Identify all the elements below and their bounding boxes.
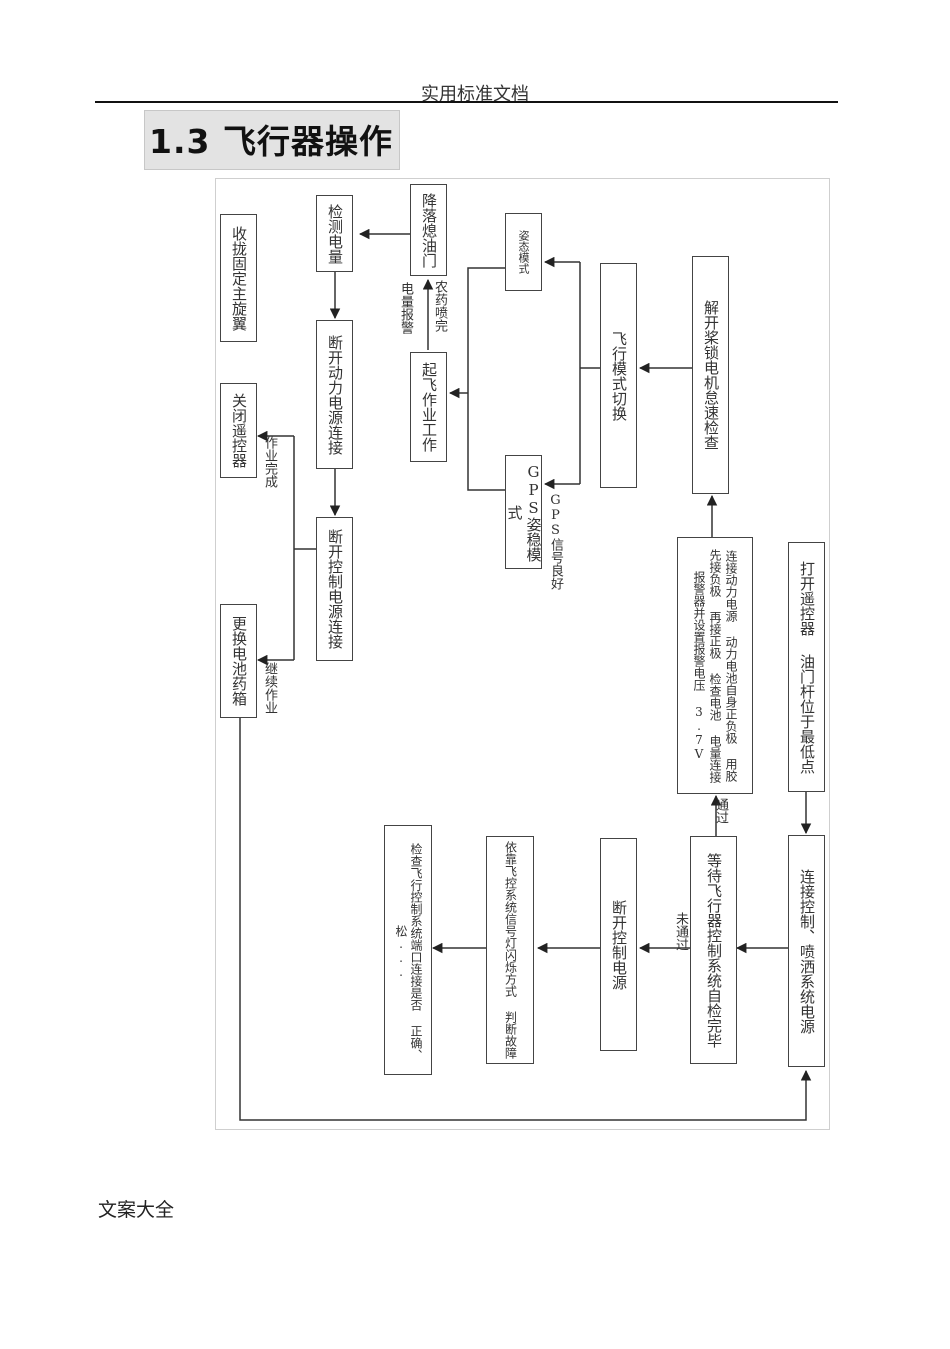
section-title: 1.3 飞行器操作 [144, 110, 400, 170]
judge-fault-node: 依靠飞控系统信号灯闪烁方式 判断故障 [486, 836, 534, 1064]
takeoff-node: 起飞作业工作 [410, 352, 447, 462]
check-battery-node: 检测电量 [316, 195, 353, 272]
label-passed: 通过 [713, 798, 728, 824]
connect-battery-node: 连接动力电源 动力电池自身正负极 用胶 先接负极 再接正极 检查电池 电量连接报… [677, 537, 753, 794]
attitude-mode-node: 姿态模式 [505, 213, 542, 291]
header-divider [95, 101, 838, 103]
open-remote-node: 打开遥控器 油门杆位于最低点 [788, 542, 825, 792]
flowchart-frame [215, 178, 830, 1130]
connect-power-node: 连接控制、喷洒系统电源 [788, 835, 825, 1067]
label-not-passed: 未通过 [673, 912, 688, 951]
label-work-done: 作业完成 [262, 436, 277, 488]
replace-battery-node: 更换电池药箱 [220, 604, 257, 718]
unlock-motor-node: 解开桨锁电机怠速检查 [692, 256, 729, 494]
fold-rotor-node: 收拢固定主旋翼 [220, 214, 257, 342]
label-pesticide-done: 农药喷完 [432, 280, 447, 332]
wait-selfcheck-node: 等待飞行器控制系统自检完毕 [690, 836, 737, 1064]
gps-mode-node: GPS姿稳模式 [505, 455, 542, 569]
lower-throttle-node: 降落熄油门 [410, 184, 447, 276]
close-remote-node: 关闭遥控器 [220, 383, 257, 478]
cut-power-node: 断开动力电源连接 [316, 320, 353, 469]
label-continue-work: 继续作业 [262, 662, 277, 714]
cut-control-power-node: 断开控制电源连接 [316, 517, 353, 661]
page-footer: 文案大全 [98, 1199, 175, 1221]
check-port-node: 检查飞行控制系统端口连接是否 正确、松... [384, 825, 432, 1075]
flight-mode-node: 飞行模式切换 [600, 263, 637, 488]
cut-control-node: 断开控制电源 [600, 838, 637, 1051]
page-header: 实用标准文档 [421, 84, 529, 105]
label-battery-alarm: 电量报警 [398, 282, 413, 334]
label-gps-good: GPS信号良好 [548, 493, 563, 590]
